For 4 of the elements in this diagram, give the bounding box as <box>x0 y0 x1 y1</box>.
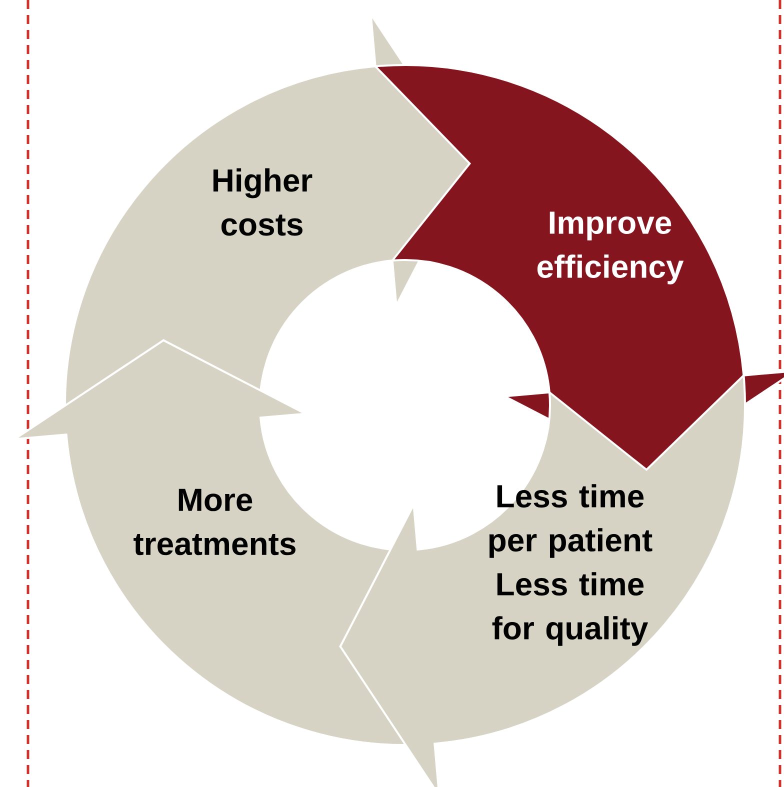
arrow-segment: Less time per patient Less time for quality <box>339 374 746 787</box>
arrow-segment: Higher costs <box>64 14 471 436</box>
arrow-segment: Improve efficiency <box>374 64 784 471</box>
arrow-segment: More treatments <box>14 339 436 746</box>
